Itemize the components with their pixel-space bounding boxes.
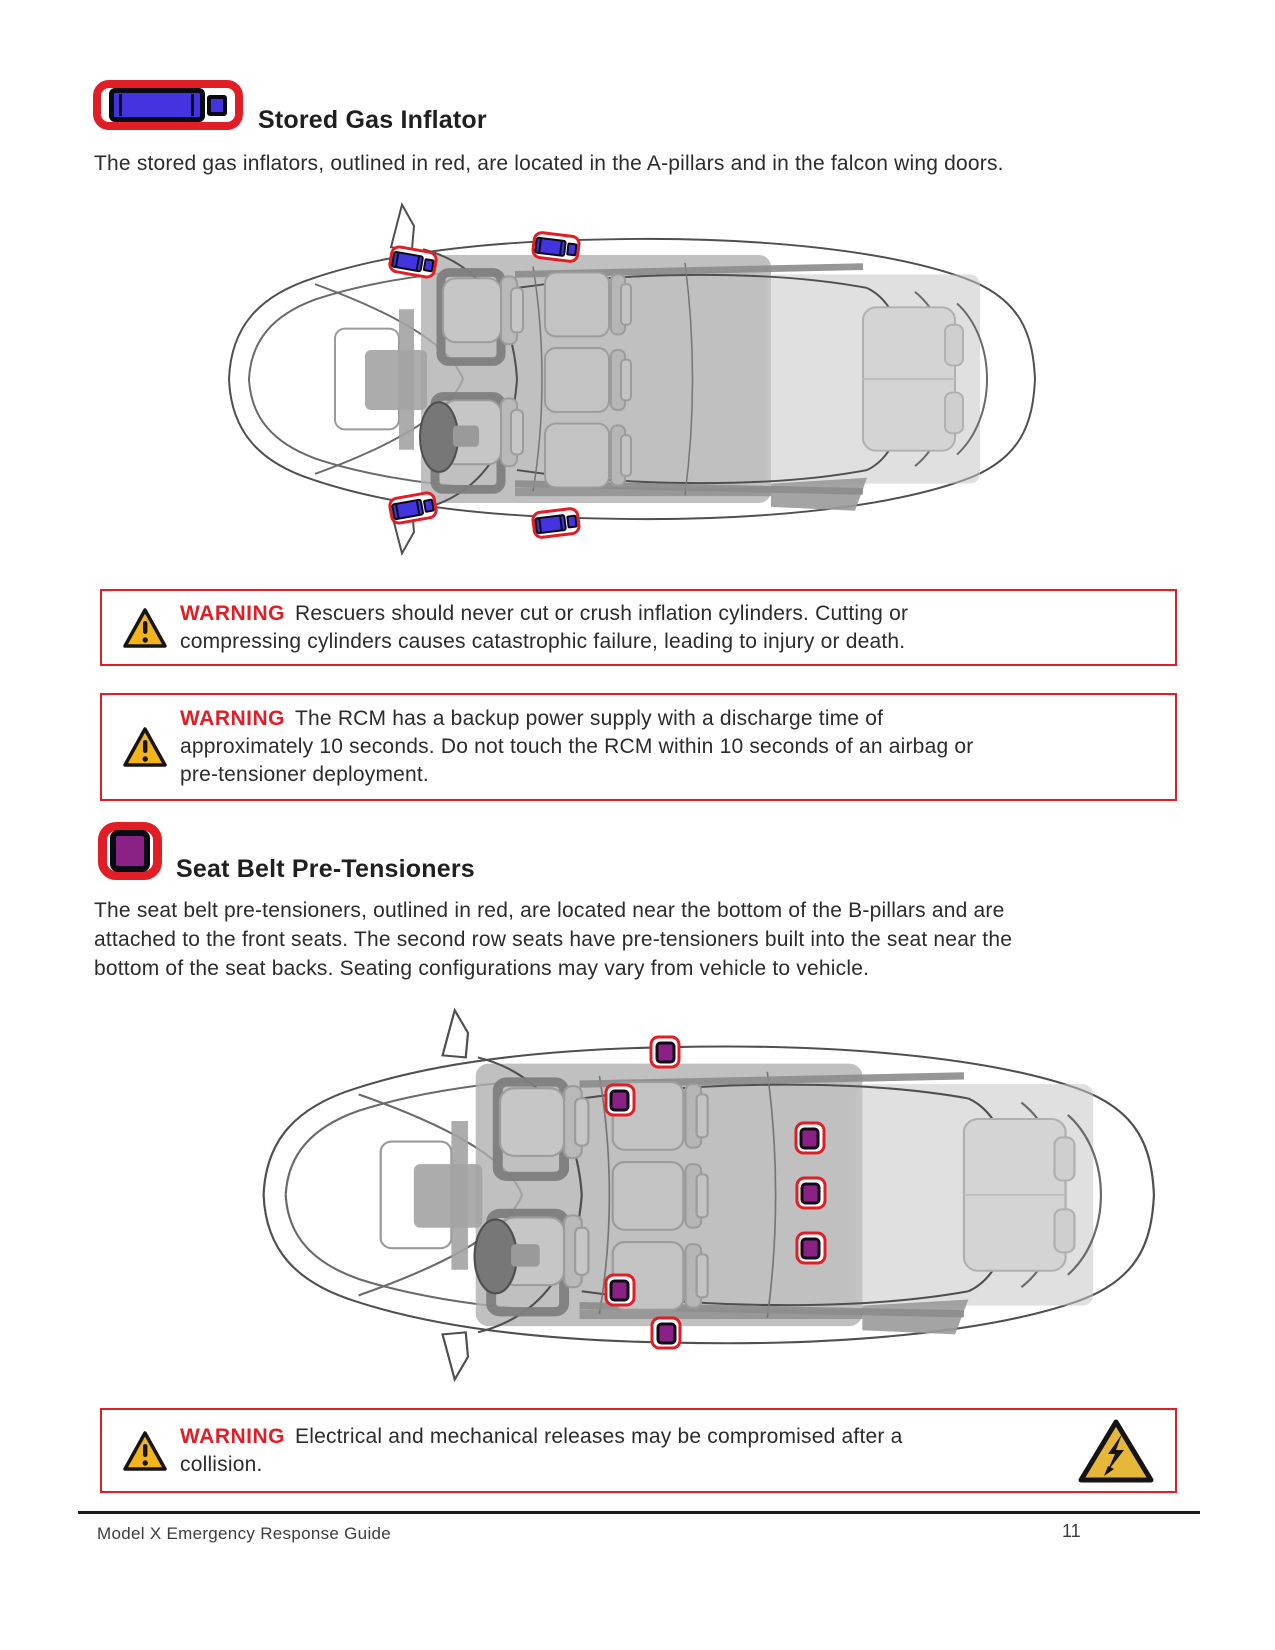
warning-triangle-icon [123, 607, 167, 648]
section-body-stored-gas-inflator: The stored gas inflators, outlined in re… [94, 152, 1004, 175]
gas-inflator-marker [530, 230, 582, 264]
diagram-seat-belt-pretensioner-locations [215, 1000, 1165, 1400]
pretensioner-marker [604, 1083, 636, 1117]
section-body-seat-belt-pretensioners: The seat belt pre-tensioners, outlined i… [94, 899, 1013, 980]
car-top-view-illustration [215, 1000, 1165, 1400]
footer-divider [78, 1511, 1200, 1514]
pretensioner-marker [794, 1121, 826, 1155]
warning-label: WARNING [180, 601, 285, 625]
pretensioner-marker [795, 1176, 827, 1210]
warning-label: WARNING [180, 1424, 285, 1448]
pretensioner-square [110, 830, 150, 872]
warning-label: WARNING [180, 707, 285, 730]
pretensioner-marker [649, 1035, 681, 1069]
gas-cylinder-nozzle [207, 94, 227, 116]
warning-triangle-icon [123, 727, 167, 767]
high-voltage-triangle-icon [1077, 1418, 1155, 1484]
gas-inflator-marker [530, 506, 582, 540]
pretensioner-marker [795, 1231, 827, 1265]
seat-belt-pretensioner-icon [98, 822, 162, 880]
section-heading-seat-belt-pretensioners: Seat Belt Pre-Tensioners [176, 855, 475, 883]
gas-inflator-cylinder-icon [93, 80, 243, 130]
pretensioner-marker [650, 1316, 682, 1350]
footer-document-title: Model X Emergency Response Guide [97, 1524, 392, 1543]
diagram-stored-gas-inflator-locations [215, 195, 1045, 563]
pretensioner-marker [604, 1273, 636, 1307]
footer-page-number: 11 [1062, 1521, 1081, 1541]
gas-cylinder-body [109, 88, 205, 122]
section-heading-stored-gas-inflator: Stored Gas Inflator [258, 106, 487, 134]
car-top-view-illustration [215, 195, 1045, 563]
warning-triangle-icon [123, 1430, 167, 1471]
